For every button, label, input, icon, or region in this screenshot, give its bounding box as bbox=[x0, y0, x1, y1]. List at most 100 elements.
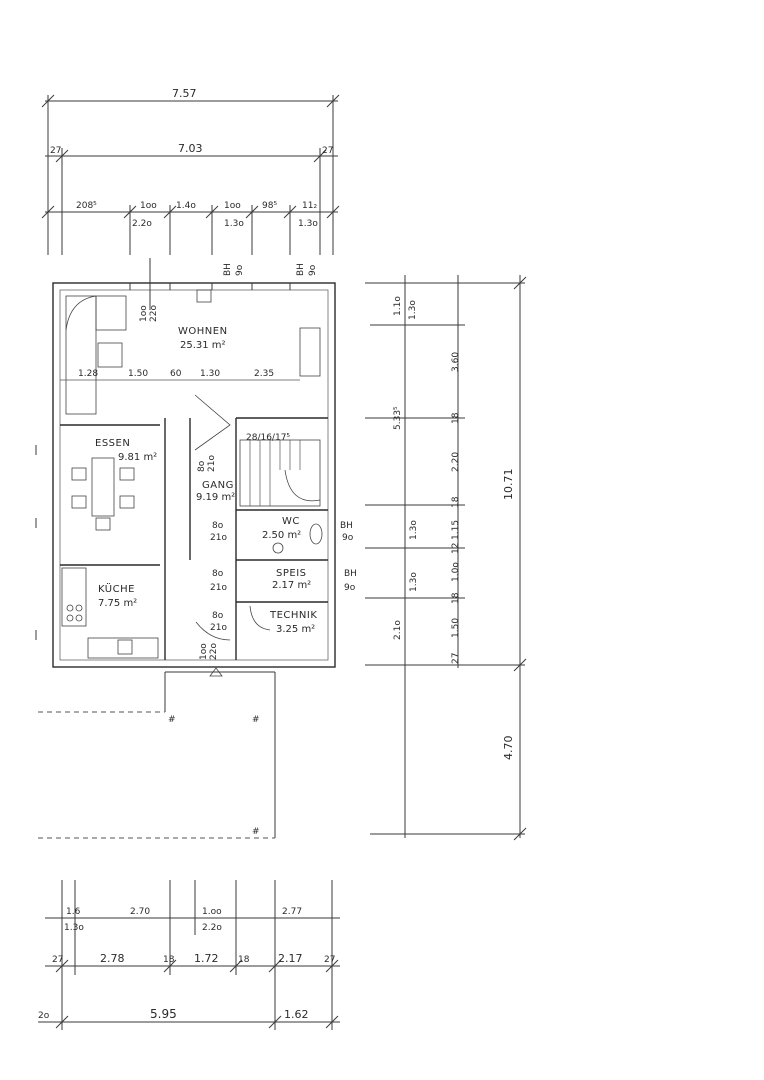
dim-r-9: 12 bbox=[451, 543, 461, 554]
wc-window-label: BH bbox=[340, 521, 353, 531]
dim-row3-5: 98⁵ bbox=[262, 201, 277, 211]
room-labels: WOHNEN 25.31 m² ESSEN 9.81 m² GANG 9.19 … bbox=[95, 326, 317, 635]
wohnen-dim-4: 1.30 bbox=[200, 369, 220, 379]
bottom-r2-3: 18 bbox=[163, 955, 175, 965]
room-area-essen: 9.81 m² bbox=[118, 452, 157, 463]
speis-window-label: BH bbox=[344, 569, 357, 579]
window-value-2: 9o bbox=[308, 264, 318, 276]
dim-overall-depth: 10.71 bbox=[502, 469, 515, 501]
room-name-technik: TECHNIK bbox=[269, 610, 317, 621]
dim-r-10: 1.0o bbox=[451, 562, 461, 582]
dim-row3-1: 208⁵ bbox=[76, 201, 97, 211]
door-4-w: 8o bbox=[212, 611, 224, 621]
kitchen-units bbox=[61, 567, 159, 659]
room-name-kueche: KÜCHE bbox=[98, 582, 135, 595]
wohnen-dim-2: 1.50 bbox=[128, 369, 148, 379]
room-name-speis: SPEIS bbox=[276, 568, 307, 579]
room-name-wc: WC bbox=[282, 516, 300, 527]
door-5-h: 22o bbox=[209, 643, 219, 660]
room-area-speis: 2.17 m² bbox=[272, 580, 311, 591]
dim-r-7: 1.15 bbox=[451, 520, 461, 540]
terrace-mark-2: # bbox=[252, 715, 260, 725]
room-area-gang: 9.19 m² bbox=[196, 492, 235, 503]
dim-r-12: 18 bbox=[451, 592, 461, 604]
right-dimension-group: 10.71 4.70 5.33⁵ 2.1o 1.1o 1.3o 3.60 18 … bbox=[365, 275, 527, 841]
bottom-r1-b2: 2.2o bbox=[202, 923, 222, 933]
dim-row3-6: 11₂ bbox=[302, 201, 317, 211]
window-label-bh-1: BH bbox=[223, 263, 233, 276]
speis-window-value: 9o bbox=[344, 583, 356, 593]
wohnen-dim-5: 2.35 bbox=[254, 369, 274, 379]
terrace-mark-3: # bbox=[252, 827, 260, 837]
top-dimension-group: 7.57 27 27 7.03 208⁵ 1oo 1.4o 1oo 98⁵ 11… bbox=[41, 87, 340, 255]
dim-row3-b3: 1.3o bbox=[298, 219, 318, 229]
dim-r-8: 1.3o bbox=[409, 520, 419, 540]
bottom-r3-1: 5.95 bbox=[150, 1007, 177, 1021]
room-name-wohnen: WOHNEN bbox=[178, 326, 228, 337]
room-name-essen: ESSEN bbox=[95, 438, 130, 449]
wohnen-dim-3: 60 bbox=[170, 369, 182, 379]
bottom-r2-2: 2.78 bbox=[100, 952, 125, 965]
door-3-w: 8o bbox=[212, 569, 224, 579]
room-area-wc: 2.50 m² bbox=[262, 530, 301, 541]
terrace-area: # # # bbox=[38, 671, 276, 839]
staircase bbox=[194, 394, 321, 507]
room-area-technik: 3.25 m² bbox=[276, 624, 315, 635]
door-5-w: 1oo bbox=[199, 643, 209, 660]
dim-edge-right: 27 bbox=[322, 146, 333, 156]
dim-row3-2: 1oo bbox=[140, 201, 157, 211]
bottom-r1-1: 1.6 bbox=[66, 907, 81, 917]
door-top-h: 22o bbox=[149, 305, 159, 322]
dim-mid-1: 5.33⁵ bbox=[393, 406, 403, 430]
dim-r-5: 2.20 bbox=[451, 452, 461, 472]
dim-r-1: 1.1o bbox=[393, 296, 403, 316]
dining-set bbox=[71, 457, 135, 531]
bottom-r1-4: 2.77 bbox=[282, 907, 302, 917]
door-2-w: 8o bbox=[212, 521, 224, 531]
bottom-r3-edge: 2o bbox=[38, 1011, 50, 1021]
bottom-r1-b1: 1.3o bbox=[64, 923, 84, 933]
bottom-r2-1: 27 bbox=[52, 955, 63, 965]
bottom-r1-2: 2.70 bbox=[130, 907, 150, 917]
wc-window-value: 9o bbox=[342, 533, 354, 543]
dim-r-6: 18 bbox=[451, 496, 461, 508]
dim-mid-2: 2.1o bbox=[393, 620, 403, 640]
dim-below-depth: 4.70 bbox=[502, 736, 515, 761]
dim-r-11: 1.3o bbox=[409, 572, 419, 592]
wohnen-dim-1: 1.28 bbox=[78, 369, 98, 379]
dim-r-14: 27 bbox=[451, 653, 461, 664]
bottom-r2-5: 18 bbox=[238, 955, 250, 965]
dim-r-3: 3.60 bbox=[451, 352, 461, 372]
building-walls bbox=[35, 258, 336, 677]
dim-r-4: 18 bbox=[451, 412, 461, 424]
room-area-kueche: 7.75 m² bbox=[98, 598, 137, 609]
top-window-labels: BH 9o BH 9o bbox=[223, 263, 318, 276]
bottom-r3-2: 1.62 bbox=[284, 1008, 309, 1021]
door-top-w: 1oo bbox=[139, 305, 149, 322]
stair-spec: 28/16/17⁵ bbox=[246, 433, 290, 443]
wohnen-dimension-row: 1.28 1.50 60 1.30 2.35 28/16/17⁵ bbox=[60, 369, 300, 443]
window-value-1: 9o bbox=[235, 264, 245, 276]
dim-row3-b1: 2.2o bbox=[132, 219, 152, 229]
dim-r-2: 1.3o bbox=[408, 300, 418, 320]
door-1-h: 21o bbox=[207, 455, 217, 472]
room-area-wohnen: 25.31 m² bbox=[180, 340, 226, 351]
room-name-gang: GANG bbox=[202, 480, 234, 491]
dim-row3-b2: 1.3o bbox=[224, 219, 244, 229]
bottom-dimension-group: 1.6 2.70 1.oo 2.77 1.3o 2.2o 27 2.78 18 … bbox=[38, 880, 340, 1030]
door-4-h: 21o bbox=[210, 623, 227, 633]
dim-r-13: 1.50 bbox=[451, 618, 461, 638]
dim-row3-4: 1oo bbox=[224, 201, 241, 211]
door-dimensions: 1oo 22o 8o 21o 8o 21o 8o 21o 8o 21o 1oo … bbox=[139, 305, 357, 660]
door-3-h: 21o bbox=[210, 583, 227, 593]
door-2-h: 21o bbox=[210, 533, 227, 543]
bottom-r1-3: 1.oo bbox=[202, 907, 222, 917]
terrace-mark-1: # bbox=[168, 715, 176, 725]
dim-edge-left: 27 bbox=[50, 146, 61, 156]
window-label-bh-2: BH bbox=[296, 263, 306, 276]
bottom-r2-7: 27 bbox=[324, 955, 335, 965]
bottom-r2-4: 1.72 bbox=[194, 952, 219, 965]
dim-overall-width: 7.57 bbox=[172, 87, 197, 100]
dim-row3-3: 1.4o bbox=[176, 201, 196, 211]
